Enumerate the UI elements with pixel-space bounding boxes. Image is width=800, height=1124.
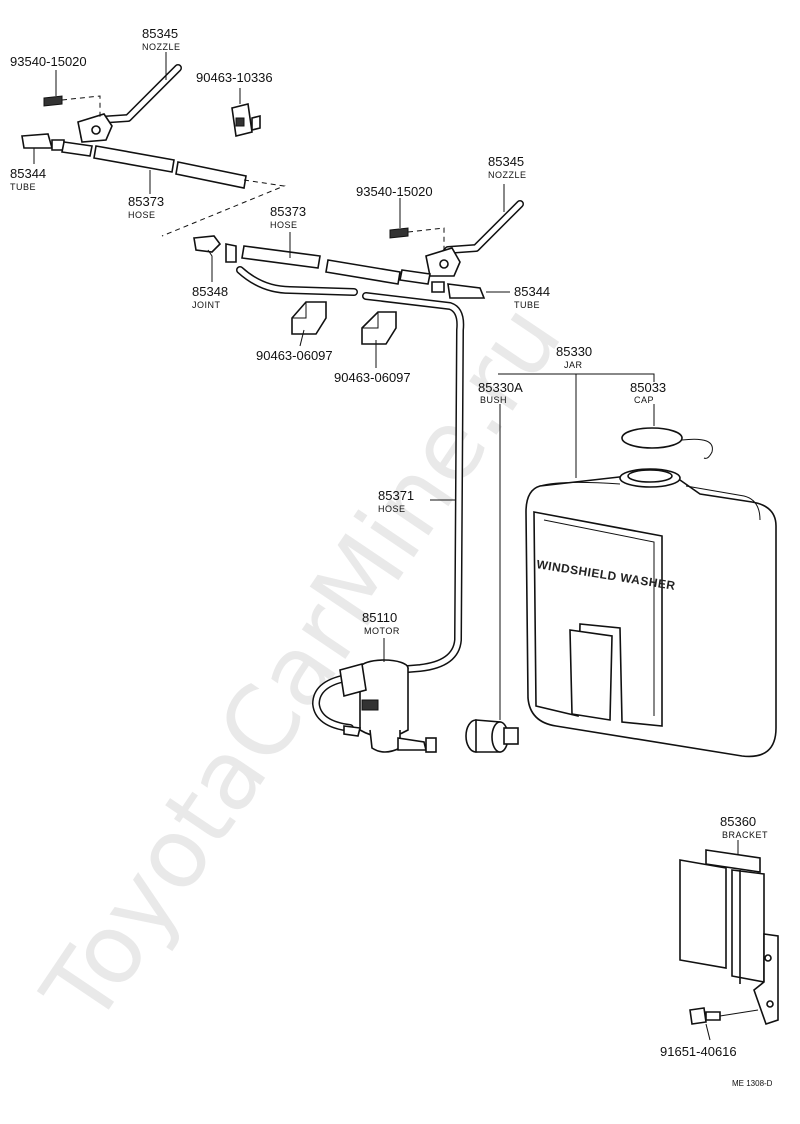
label-hose-left: 85373 HOSE bbox=[128, 194, 164, 220]
cap[interactable] bbox=[621, 427, 713, 459]
svg-text:NOZZLE: NOZZLE bbox=[142, 42, 181, 52]
label-jar: 85330 JAR bbox=[556, 344, 592, 370]
svg-text:85345: 85345 bbox=[142, 26, 178, 41]
svg-text:93540-15020: 93540-15020 bbox=[356, 184, 433, 199]
svg-text:HOSE: HOSE bbox=[270, 220, 298, 230]
screw-left[interactable] bbox=[43, 95, 101, 118]
label-bush: 85330A BUSH bbox=[478, 380, 523, 405]
svg-text:85344: 85344 bbox=[10, 166, 46, 181]
svg-text:TUBE: TUBE bbox=[10, 182, 36, 192]
tube-right[interactable] bbox=[431, 281, 486, 299]
label-hose-mid: 85373 HOSE bbox=[270, 204, 306, 230]
svg-text:TUBE: TUBE bbox=[514, 300, 540, 310]
svg-text:85110: 85110 bbox=[362, 610, 397, 625]
svg-text:MOTOR: MOTOR bbox=[364, 626, 400, 636]
svg-text:90463-06097: 90463-06097 bbox=[334, 370, 411, 385]
hose-mid[interactable] bbox=[241, 245, 431, 285]
label-clamp-a: 90463-06097 bbox=[256, 348, 333, 363]
hose-long[interactable] bbox=[236, 266, 465, 674]
svg-text:85330A: 85330A bbox=[478, 380, 523, 395]
svg-text:90463-10336: 90463-10336 bbox=[196, 70, 273, 85]
svg-text:85371: 85371 bbox=[378, 488, 414, 503]
label-clamp-top: 90463-10336 bbox=[196, 70, 273, 85]
svg-text:JOINT: JOINT bbox=[192, 300, 221, 310]
leader-lines bbox=[33, 52, 739, 1041]
svg-text:85360: 85360 bbox=[720, 814, 756, 829]
bracket[interactable] bbox=[679, 849, 779, 1026]
svg-text:85348: 85348 bbox=[192, 284, 228, 299]
label-cap: 85033 CAP bbox=[630, 380, 666, 405]
svg-text:85373: 85373 bbox=[270, 204, 306, 219]
svg-text:85344: 85344 bbox=[514, 284, 550, 299]
svg-text:BRACKET: BRACKET bbox=[722, 830, 768, 840]
joint[interactable] bbox=[193, 235, 237, 263]
nozzle-left[interactable] bbox=[77, 64, 182, 143]
screw-right[interactable] bbox=[389, 227, 445, 250]
svg-text:CAP: CAP bbox=[634, 395, 654, 405]
motor[interactable] bbox=[312, 659, 437, 753]
label-screw-right: 93540-15020 bbox=[356, 184, 433, 199]
label-nozzle-right: 85345 NOZZLE bbox=[488, 154, 527, 180]
clamp-b[interactable] bbox=[361, 311, 397, 345]
svg-text:90463-06097: 90463-06097 bbox=[256, 348, 333, 363]
jar[interactable]: WINDSHIELD WASHER bbox=[525, 468, 777, 758]
svg-text:HOSE: HOSE bbox=[128, 210, 156, 220]
svg-text:85373: 85373 bbox=[128, 194, 164, 209]
svg-text:91651-40616: 91651-40616 bbox=[660, 1044, 737, 1059]
svg-text:85330: 85330 bbox=[556, 344, 592, 359]
label-tube-right: 85344 TUBE bbox=[514, 284, 550, 310]
svg-text:85345: 85345 bbox=[488, 154, 524, 169]
svg-text:HOSE: HOSE bbox=[378, 504, 406, 514]
label-nozzle-left: 85345 NOZZLE bbox=[142, 26, 181, 52]
svg-text:JAR: JAR bbox=[564, 360, 583, 370]
label-hose-long: 85371 HOSE bbox=[378, 488, 414, 514]
svg-text:93540-15020: 93540-15020 bbox=[10, 54, 87, 69]
nozzle-right[interactable] bbox=[425, 200, 524, 277]
label-motor: 85110 MOTOR bbox=[362, 610, 400, 636]
hose-left[interactable] bbox=[61, 141, 247, 189]
svg-text:85033: 85033 bbox=[630, 380, 666, 395]
label-clamp-b: 90463-06097 bbox=[334, 370, 411, 385]
tube-left[interactable] bbox=[21, 133, 65, 151]
svg-text:BUSH: BUSH bbox=[480, 395, 507, 405]
label-bolt: 91651-40616 bbox=[660, 1044, 737, 1059]
diagram-ref: ME 1308-D bbox=[732, 1079, 773, 1088]
label-tube-left: 85344 TUBE bbox=[10, 166, 46, 192]
label-bracket: 85360 BRACKET bbox=[720, 814, 768, 840]
clamp-top[interactable] bbox=[231, 103, 261, 137]
svg-text:NOZZLE: NOZZLE bbox=[488, 170, 527, 180]
bush[interactable] bbox=[465, 719, 519, 753]
clamp-a[interactable] bbox=[291, 301, 327, 335]
bolt[interactable] bbox=[689, 1007, 759, 1025]
label-joint: 85348 JOINT bbox=[192, 284, 228, 310]
label-screw-left: 93540-15020 bbox=[10, 54, 87, 69]
